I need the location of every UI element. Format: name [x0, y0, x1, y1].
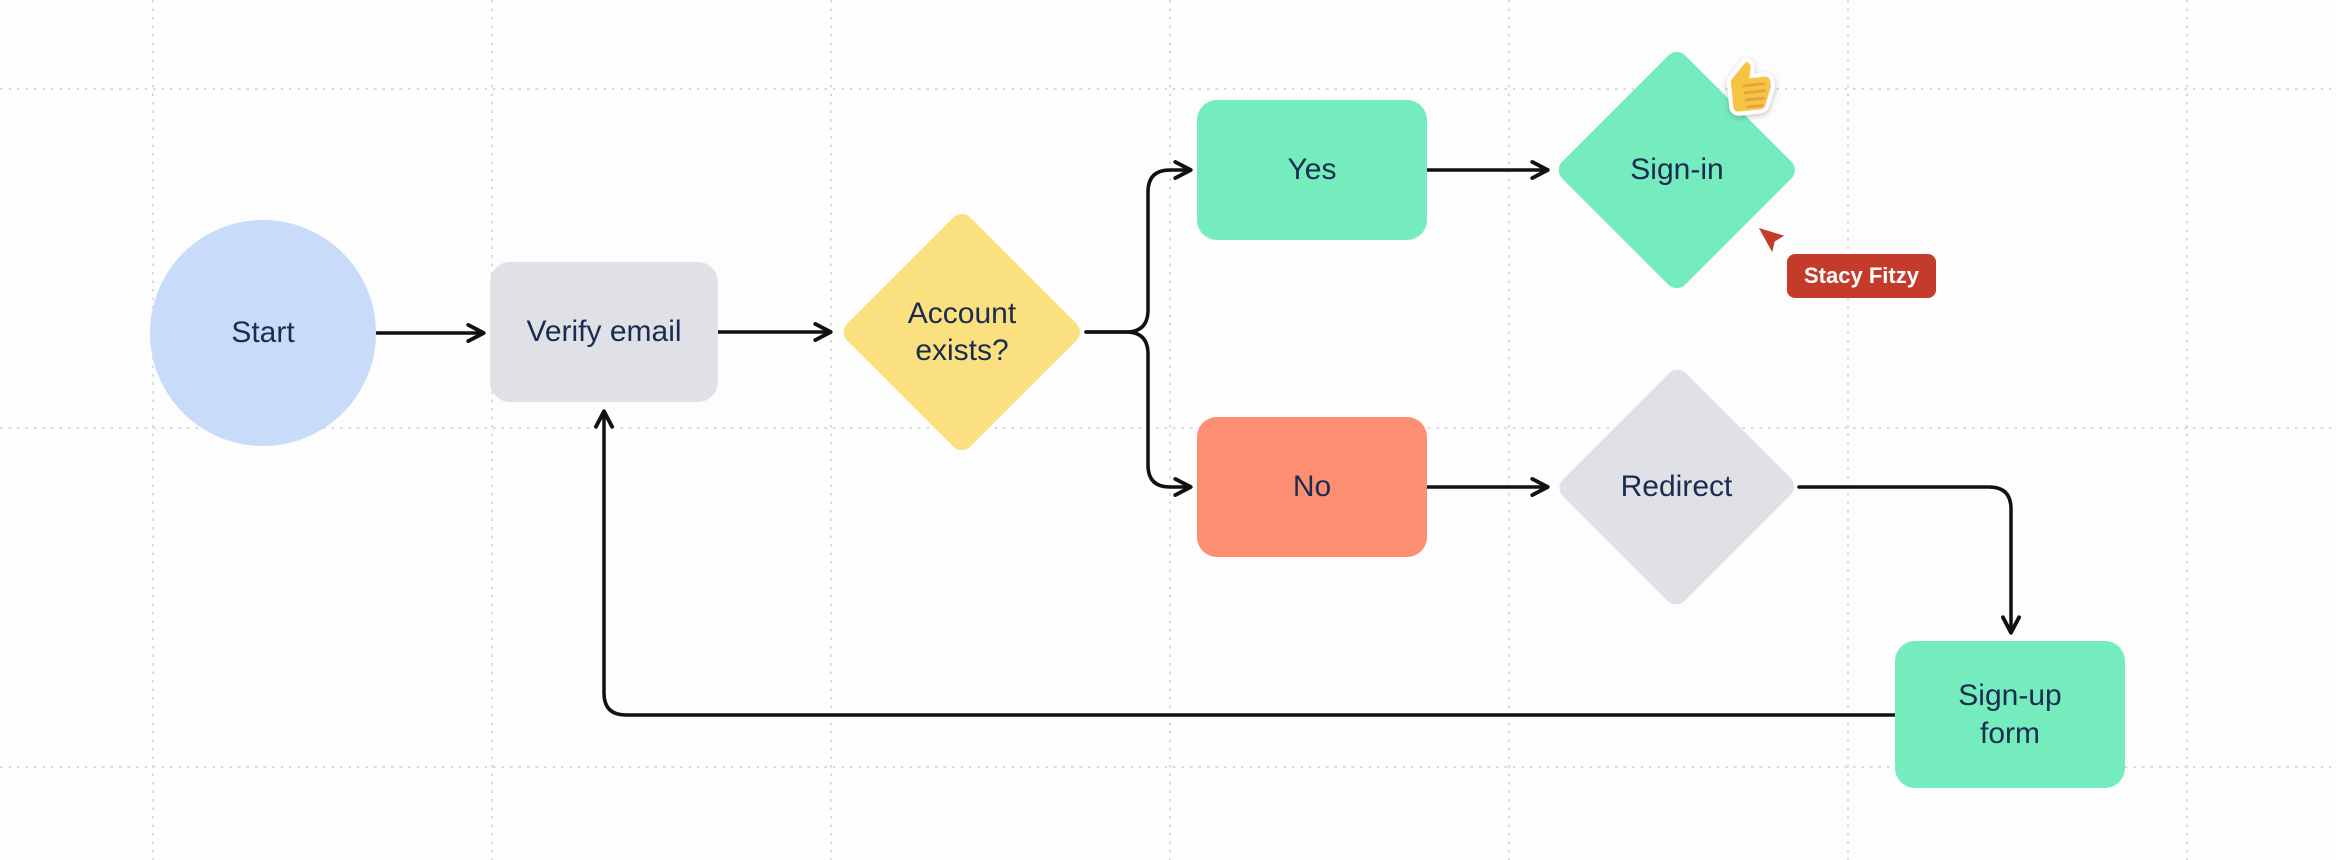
- node-verify-email[interactable]: Verify email: [490, 262, 718, 402]
- node-redirect[interactable]: Redirect: [1554, 363, 1799, 611]
- collaborator-cursor: Stacy Fitzy: [1756, 224, 1936, 298]
- node-no[interactable]: No: [1197, 417, 1427, 557]
- node-account-exists-label: Account exists?: [907, 296, 1017, 368]
- thumbs-up-reaction-sticker[interactable]: [1709, 55, 1779, 125]
- node-account-exists[interactable]: Account exists?: [838, 208, 1086, 456]
- thumbs-up-icon: [1726, 57, 1775, 116]
- node-sign-up-form-label: Sign-up form: [1958, 679, 2062, 750]
- node-verify-email-label: Verify email: [526, 315, 682, 349]
- node-sign-in[interactable]: Sign-in: [1553, 46, 1801, 294]
- node-redirect-label: Redirect: [1620, 470, 1733, 504]
- edge-sign-up-form-to-verify-email[interactable]: [594, 409, 1897, 717]
- edge-redirect-to-sign-up-form[interactable]: [1797, 485, 2021, 635]
- node-yes[interactable]: Yes: [1197, 100, 1427, 240]
- node-yes-label: Yes: [1287, 153, 1337, 187]
- edge-account-exists-to-no[interactable]: [1084, 330, 1193, 497]
- node-sign-in-label: Sign-in: [1630, 153, 1724, 187]
- node-start[interactable]: Start: [150, 220, 376, 446]
- cursor-arrow-icon: [1758, 228, 1785, 253]
- node-start-label: Start: [231, 316, 295, 350]
- node-sign-up-form[interactable]: Sign-up form: [1895, 641, 2125, 788]
- collaborator-name-badge: Stacy Fitzy: [1787, 254, 1936, 298]
- edge-account-exists-to-yes[interactable]: [1084, 160, 1193, 334]
- node-no-label: No: [1292, 470, 1332, 504]
- edges: [375, 160, 2021, 717]
